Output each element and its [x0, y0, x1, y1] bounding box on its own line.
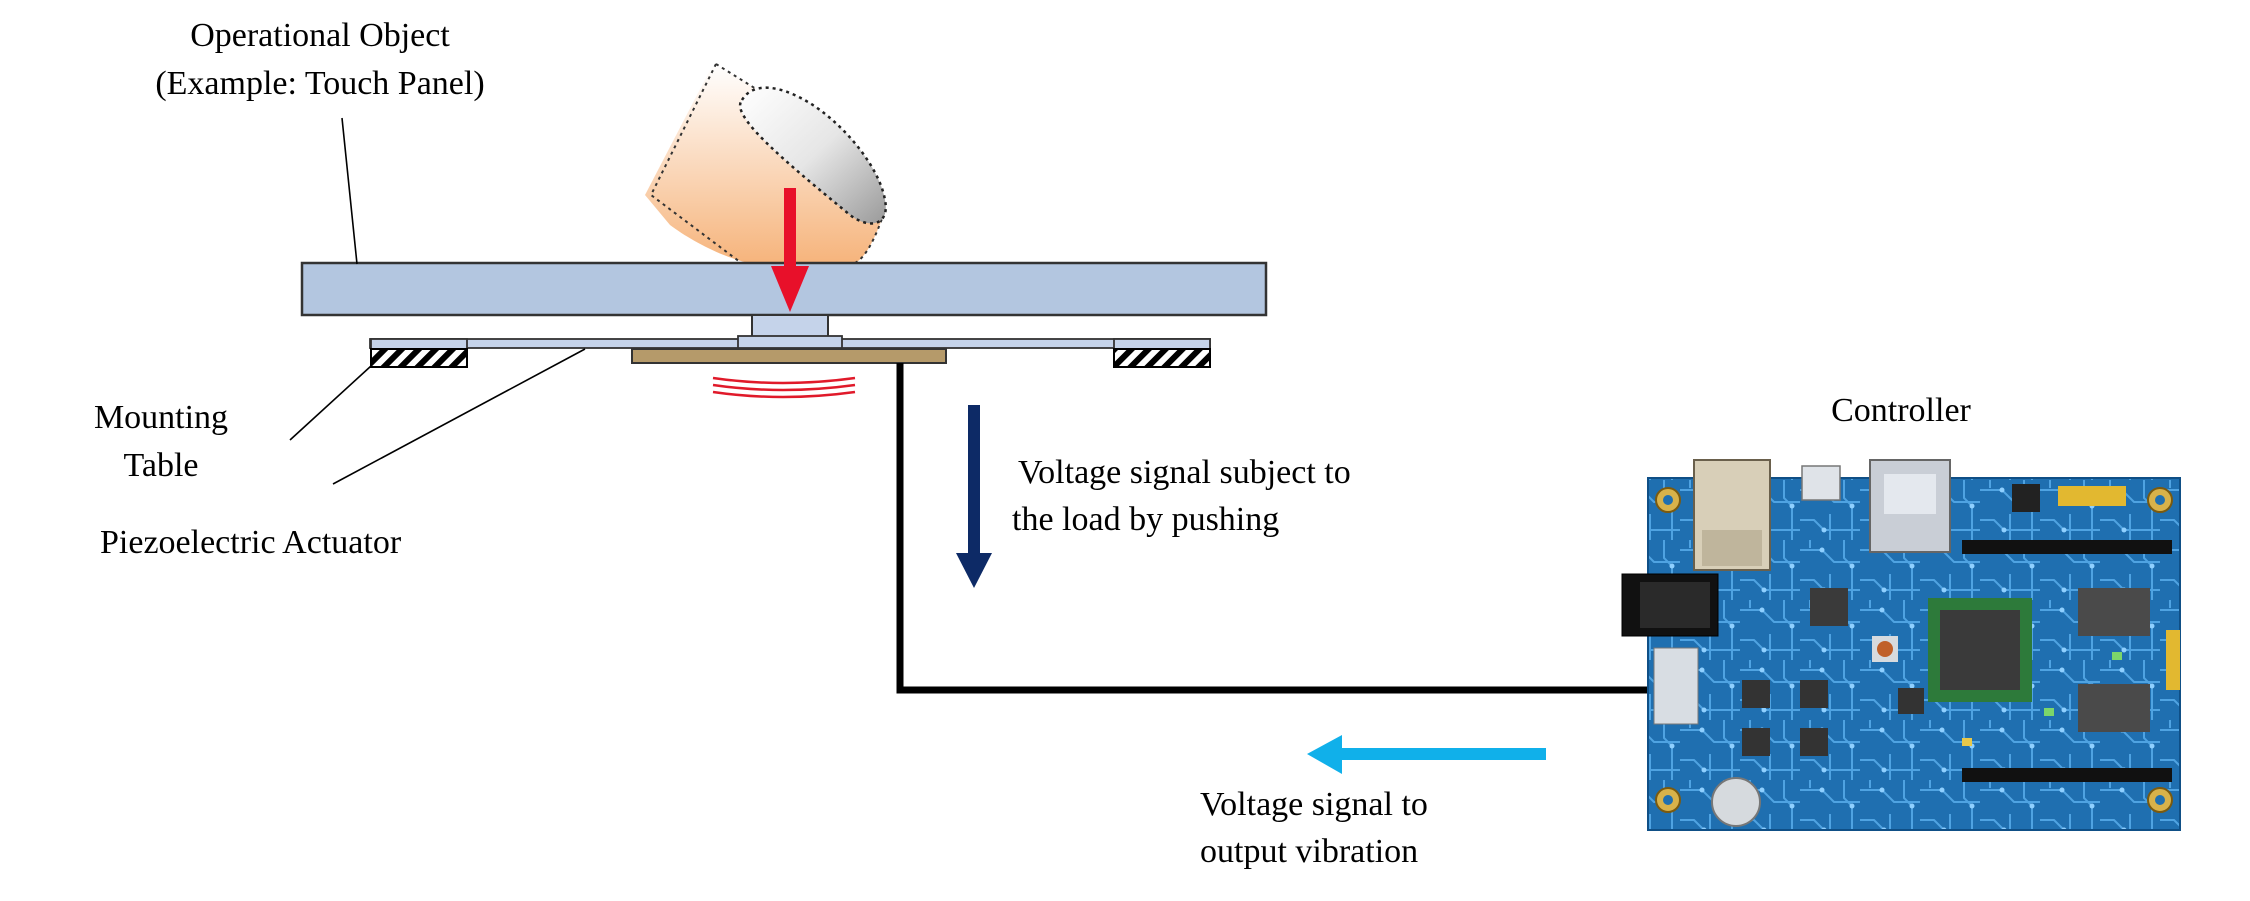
- piezo-actuator: [631, 348, 947, 364]
- push-signal-arrow: [956, 405, 992, 588]
- vibration-signal-arrow: [1307, 735, 1546, 774]
- label-piezo: Piezoelectric Actuator: [100, 524, 402, 561]
- controller-board-icon: [1621, 459, 2181, 831]
- label-object-line1: Operational Object: [190, 17, 450, 54]
- label-push-line1: Voltage signal subject to: [1018, 454, 1351, 491]
- press-arrow: [771, 188, 809, 312]
- label-mount-line1: Mounting: [94, 399, 228, 436]
- label-object-line2: (Example: Touch Panel): [155, 65, 484, 102]
- mounting-table: [370, 338, 1211, 368]
- label-vib-line1: Voltage signal to: [1200, 786, 1428, 823]
- signal-wire: [896, 363, 1648, 694]
- vibration-waves: [712, 376, 856, 399]
- label-push-line2: the load by pushing: [1012, 501, 1279, 538]
- finger-icon: [645, 63, 888, 264]
- plate-clamp: [737, 335, 843, 349]
- label-mount-line2: Table: [123, 447, 198, 484]
- leader-lines: [289, 117, 586, 485]
- label-vib-line2: output vibration: [1200, 833, 1418, 870]
- label-controller: Controller: [1831, 392, 1971, 429]
